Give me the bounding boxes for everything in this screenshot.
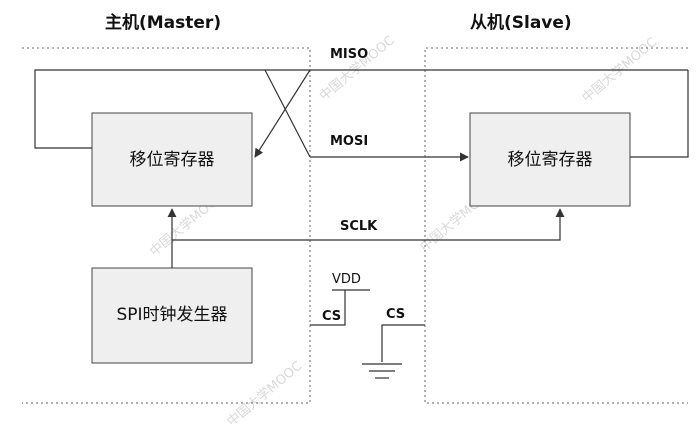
slave-title: 从机(Slave) bbox=[470, 12, 572, 33]
master-shift-register-label: 移位寄存器 bbox=[130, 150, 215, 170]
sclk-label: SCLK bbox=[340, 219, 378, 234]
clock-generator-block bbox=[91, 267, 253, 364]
slave-shift-register-block bbox=[469, 112, 631, 207]
cs-master-label: CS bbox=[322, 309, 341, 324]
master-loop-line bbox=[34, 69, 265, 149]
miso-cross-line bbox=[254, 69, 311, 158]
sclk-line bbox=[172, 208, 565, 241]
watermark-text: 中国大学MOOC bbox=[316, 32, 397, 104]
clock-generator-label: SPI时钟发生器 bbox=[116, 305, 227, 325]
watermark-text: 中国大学MOOC bbox=[224, 358, 305, 427]
master-frame bbox=[22, 47, 311, 404]
cs-slave-label: CS bbox=[386, 307, 405, 322]
slave-shift-register-label: 移位寄存器 bbox=[508, 150, 593, 170]
cs-slave-line bbox=[381, 324, 425, 362]
miso-label: MISO bbox=[330, 47, 368, 62]
slave-frame bbox=[424, 47, 688, 404]
vdd-label: VDD bbox=[332, 272, 361, 287]
master-shift-register-block bbox=[91, 112, 253, 207]
master-title: 主机(Master) bbox=[105, 12, 221, 33]
slave-loop-line bbox=[630, 70, 689, 158]
ground-icon bbox=[362, 363, 402, 379]
mosi-label: MOSI bbox=[330, 134, 368, 149]
cs-master-line bbox=[310, 290, 346, 326]
mosi-cross-line bbox=[264, 69, 311, 158]
